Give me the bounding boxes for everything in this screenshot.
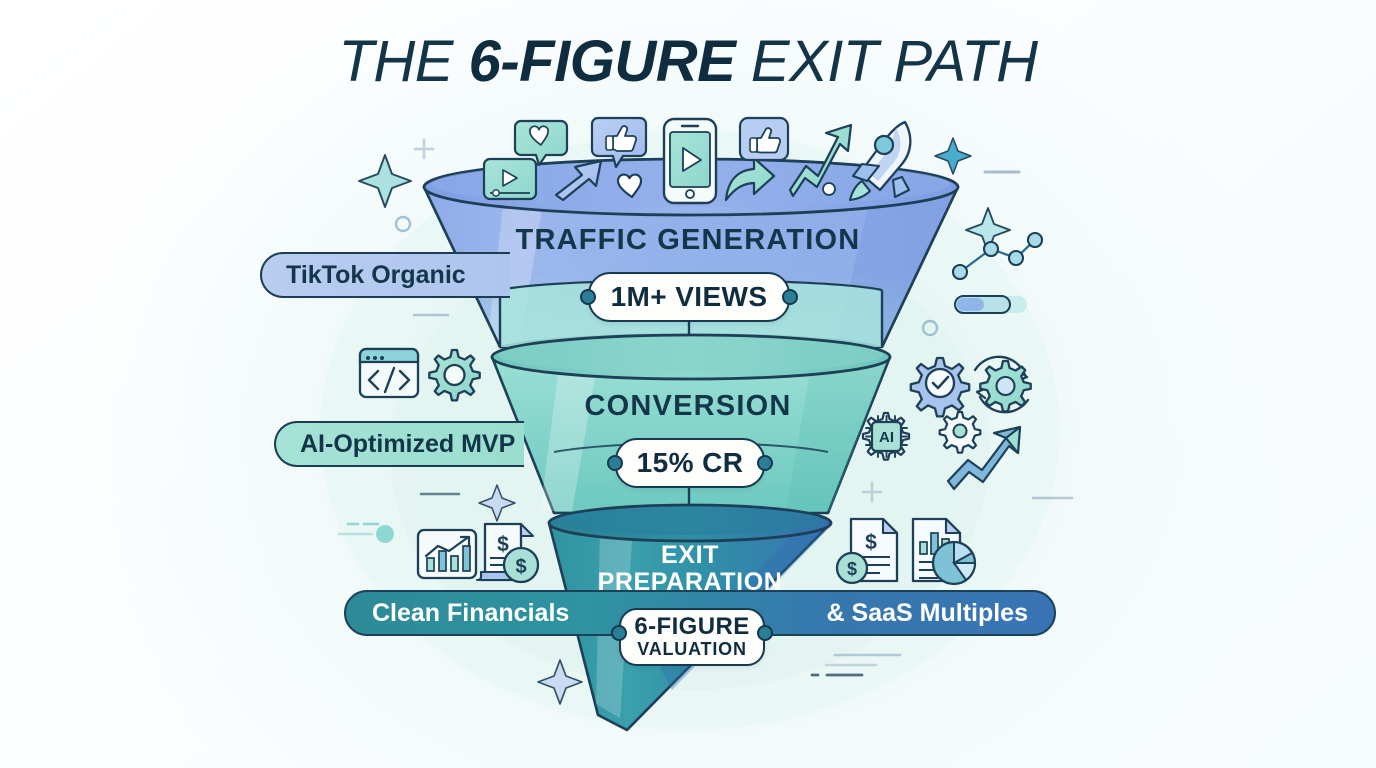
line-chart-icon xyxy=(951,231,1044,281)
plus-mark-icon xyxy=(413,138,435,160)
side-label-text: TikTok Organic xyxy=(286,260,466,289)
metric-value: 15% CR xyxy=(636,447,744,478)
arrow-up-right-icon xyxy=(554,159,603,202)
progress-bar-icon xyxy=(954,295,1027,314)
title-lead: THE xyxy=(338,29,469,94)
metric-value: 1M+ VIEWS xyxy=(610,281,768,312)
share-arrow-icon xyxy=(724,156,776,202)
gear-refresh-icon xyxy=(973,355,1032,414)
side-label-right-text: & SaaS Multiples xyxy=(826,598,1028,627)
title-highlight: 6-FIGURE xyxy=(468,29,736,94)
metric-badge-conversion-rate[interactable]: 15% CR xyxy=(615,438,765,488)
metric-badge-valuation[interactable]: 6-FIGURE VALUATION xyxy=(619,608,765,666)
side-label-text: AI-Optimized MVP xyxy=(300,429,516,458)
sparkle-icon xyxy=(478,484,516,522)
side-label-left-text: Clean Financials xyxy=(372,598,570,627)
badge-connector-dot xyxy=(611,625,627,641)
badge-connector-dot xyxy=(782,289,798,305)
stage-title-line2: PREPARATION xyxy=(597,568,783,596)
trend-up-arrow-icon xyxy=(788,123,853,198)
svg-text:$: $ xyxy=(515,556,526,578)
sparkle-icon xyxy=(934,137,972,175)
stage-title-traffic-generation: TRAFFIC GENERATION xyxy=(515,224,861,256)
heart-bubble-icon xyxy=(513,119,569,167)
circle-outline-icon xyxy=(394,215,412,233)
metric-badge-views[interactable]: 1M+ VIEWS xyxy=(588,272,790,322)
circle-outline-icon xyxy=(921,319,939,337)
page-title: THE 6-FIGURE EXIT PATH xyxy=(0,29,1376,94)
stage-title-line1: EXIT xyxy=(661,541,719,569)
gear-check-icon xyxy=(909,356,971,418)
smartphone-play-icon xyxy=(662,117,718,205)
svg-text:$: $ xyxy=(865,531,877,554)
thumbs-up-bubble-icon xyxy=(590,116,648,169)
svg-text:$: $ xyxy=(497,533,509,556)
metric-value-sub: VALUATION xyxy=(637,638,747,659)
report-pie-chart-icon xyxy=(911,517,977,586)
badge-connector-dot xyxy=(757,455,773,471)
badge-connector-dot xyxy=(757,625,773,641)
code-window-icon xyxy=(358,347,420,399)
svg-text:$: $ xyxy=(847,559,857,579)
sparkle-icon xyxy=(537,659,583,705)
side-label-ai-optimized-mvp[interactable]: AI-Optimized MVP xyxy=(274,421,524,467)
stage-title-exit-preparation: EXIT PREPARATION xyxy=(540,542,840,596)
bar-chart-growth-icon xyxy=(416,528,478,580)
gear-icon xyxy=(428,348,481,402)
circle-outline-icon xyxy=(376,525,394,543)
svg-text:AI: AI xyxy=(879,429,894,446)
thumbs-up-icon xyxy=(738,116,790,162)
stage-title-conversion: CONVERSION xyxy=(584,390,792,422)
small-gear-icon xyxy=(938,410,982,454)
video-player-icon xyxy=(482,157,538,201)
document-dollar-icon: $ $ xyxy=(835,517,899,585)
invoice-dollar-icon: $ $ xyxy=(475,522,540,584)
ai-chip-icon: AI xyxy=(861,411,911,461)
plus-mark-icon xyxy=(861,481,883,503)
metric-value: 6-FIGURE xyxy=(634,612,750,640)
heart-icon xyxy=(616,173,643,199)
title-tail: EXIT PATH xyxy=(735,29,1038,94)
growth-arrow-icon xyxy=(946,425,1022,491)
rocket-icon xyxy=(848,120,912,202)
side-label-tiktok-organic[interactable]: TikTok Organic xyxy=(260,252,510,298)
badge-connector-dot xyxy=(580,289,596,305)
sparkle-icon xyxy=(358,154,412,208)
badge-connector-dot xyxy=(607,455,623,471)
dash-line-icon xyxy=(337,170,1074,677)
